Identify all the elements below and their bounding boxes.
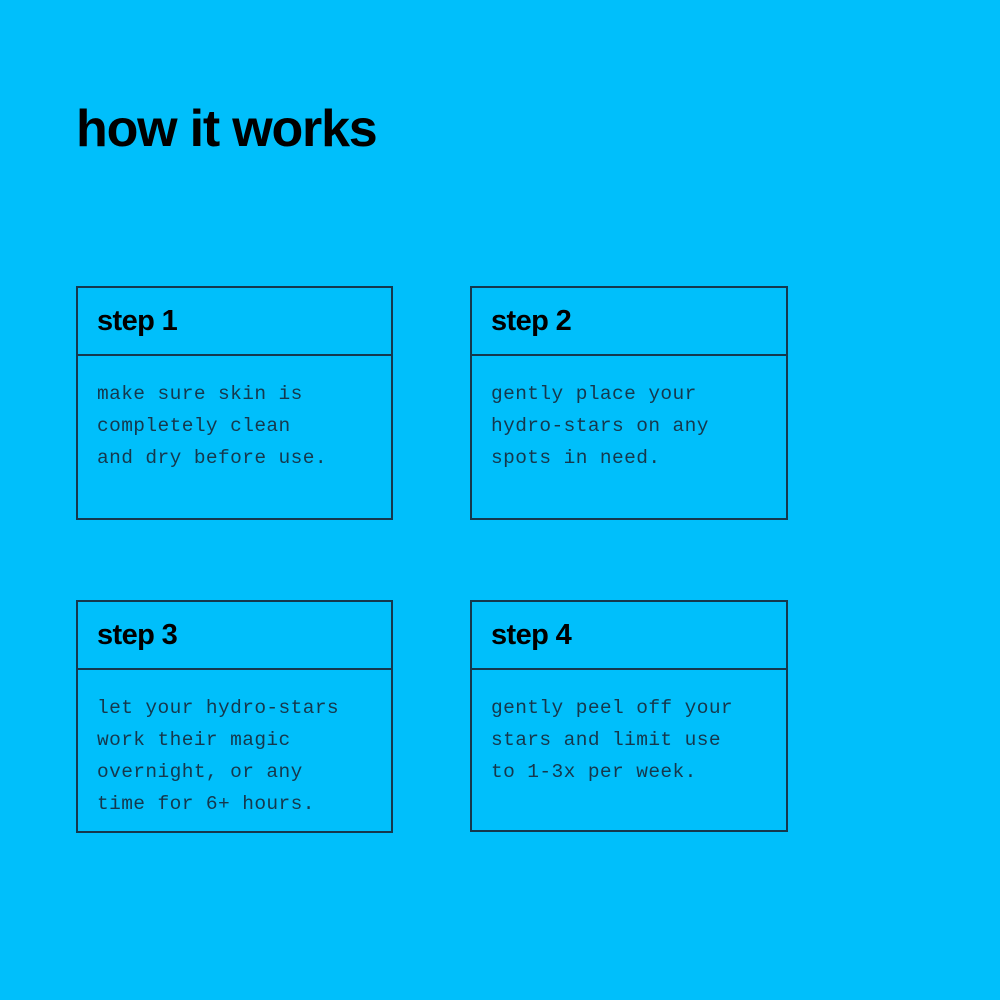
step-card-2-text: gently place your hydro-stars on any spo… <box>491 383 709 469</box>
step-card-1-text: make sure skin is completely clean and d… <box>97 383 327 469</box>
step-card-4-header: step 4 <box>472 602 786 670</box>
step-card-1-body: make sure skin is completely clean and d… <box>78 356 391 474</box>
step-card-4-body: gently peel off your stars and limit use… <box>472 670 786 788</box>
step-card-1-title: step 1 <box>97 305 178 337</box>
step-card-2-body: gently place your hydro-stars on any spo… <box>472 356 786 474</box>
step-card-2: step 2 gently place your hydro-stars on … <box>470 286 788 520</box>
step-card-3-body: let your hydro-stars work their magic ov… <box>78 670 391 820</box>
step-card-3: step 3 let your hydro-stars work their m… <box>76 600 393 833</box>
step-card-3-header: step 3 <box>78 602 391 670</box>
step-card-4: step 4 gently peel off your stars and li… <box>470 600 788 832</box>
page-title: how it works <box>76 100 378 158</box>
step-card-3-text: let your hydro-stars work their magic ov… <box>97 697 340 815</box>
step-card-3-title: step 3 <box>97 619 178 651</box>
step-card-1-header: step 1 <box>78 288 391 356</box>
step-card-2-header: step 2 <box>472 288 786 356</box>
step-card-1: step 1 make sure skin is completely clea… <box>76 286 393 520</box>
step-card-2-title: step 2 <box>491 305 572 337</box>
step-card-4-title: step 4 <box>491 619 572 651</box>
step-card-4-text: gently peel off your stars and limit use… <box>491 697 734 783</box>
